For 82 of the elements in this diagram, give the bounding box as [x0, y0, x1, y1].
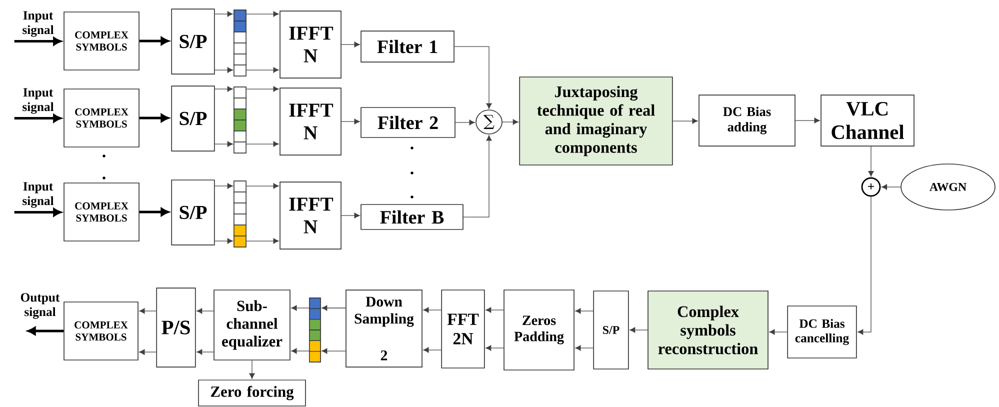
- arrow: [291, 348, 310, 354]
- process-box: Complex symbols reconstruction: [648, 290, 768, 370]
- process-box: VLC Channel: [820, 94, 914, 146]
- register-bar: [309, 298, 321, 362]
- process-box: P/S: [156, 288, 196, 368]
- arrow: [575, 308, 594, 314]
- process-box: COMPLEX SYMBOLS: [64, 12, 140, 70]
- process-box: IFFT N: [280, 182, 342, 250]
- process-box: DC Bias adding: [698, 94, 796, 146]
- arrow: [14, 114, 62, 122]
- register-bar: [234, 10, 246, 76]
- signal-label: Output signal: [20, 293, 60, 319]
- signal-label: Input signal: [22, 11, 54, 37]
- arrow: [341, 42, 360, 48]
- arrow: [486, 345, 504, 351]
- arrow: [14, 37, 62, 46]
- arrow: [196, 308, 214, 314]
- process-box: DC Bias cancelling: [787, 306, 857, 358]
- arrow: [139, 308, 156, 314]
- arrow: [214, 141, 233, 147]
- process-box: S/P: [171, 86, 215, 152]
- process-box: Zero forcing: [198, 380, 306, 406]
- process-box: Down Sampling 2: [346, 290, 422, 368]
- arrow: [769, 329, 788, 335]
- arrow: [214, 183, 233, 189]
- process-box: COMPLEX SYMBOLS: [64, 182, 140, 242]
- register-bar: [234, 180, 246, 248]
- process-box: S/P: [593, 290, 629, 370]
- process-box: S/P: [171, 8, 215, 74]
- arrow: [322, 305, 346, 311]
- arrow: [291, 305, 310, 311]
- arrow: [249, 360, 255, 379]
- process-box: Zeros Padding: [504, 290, 574, 370]
- arrow: [139, 114, 169, 122]
- arrow: [28, 326, 64, 336]
- arrow: [246, 11, 279, 17]
- arrow: [454, 46, 492, 109]
- arrow: [341, 212, 360, 218]
- process-box: COMPLEX SYMBOLS: [64, 302, 138, 360]
- arrow: [672, 118, 698, 124]
- arrow: [502, 119, 518, 125]
- signal-label: Input signal: [22, 182, 54, 208]
- arrow: [246, 183, 279, 189]
- process-box: Juxtaposing technique of real and imaginary components: [519, 76, 673, 166]
- arrow: [214, 86, 233, 92]
- arrow: [246, 67, 279, 73]
- arrow: [14, 208, 62, 216]
- arrow: [868, 146, 874, 177]
- register-bar: [234, 86, 246, 154]
- process-box: Filter 1: [360, 30, 454, 62]
- arrow: [795, 118, 820, 124]
- process-box: FFT 2N: [441, 290, 485, 368]
- process-box: IFFT N: [280, 88, 342, 156]
- process-box: S/P: [171, 180, 215, 246]
- arrow: [246, 86, 279, 92]
- arrow: [575, 345, 594, 351]
- arrow: [214, 11, 233, 17]
- arrow: [486, 307, 504, 313]
- arrow: [341, 118, 360, 124]
- signal-label: Input signal: [22, 88, 54, 114]
- arrow: [196, 349, 214, 355]
- arrow: [881, 184, 901, 190]
- process-box: IFFT N: [280, 10, 342, 78]
- arrow: [139, 208, 169, 216]
- arrow: [139, 349, 156, 355]
- arrow: [246, 238, 279, 244]
- arrow: [455, 120, 475, 126]
- arrow: [423, 307, 442, 313]
- arrow: [463, 135, 492, 218]
- process-box: COMPLEX SYMBOLS: [64, 88, 140, 148]
- arrow: [246, 141, 279, 147]
- arrow: [630, 327, 648, 333]
- process-box: Filter B: [360, 204, 464, 230]
- process-box: Sub- channel equalizer: [214, 290, 290, 360]
- summing-junction: ∑: [476, 110, 502, 134]
- arrow: [214, 238, 233, 244]
- arrow: [214, 67, 233, 73]
- arrow: [139, 36, 169, 46]
- arrow: [423, 347, 442, 353]
- arrow: [858, 196, 872, 335]
- arrow: [322, 348, 346, 354]
- process-box: Filter 2: [360, 107, 456, 138]
